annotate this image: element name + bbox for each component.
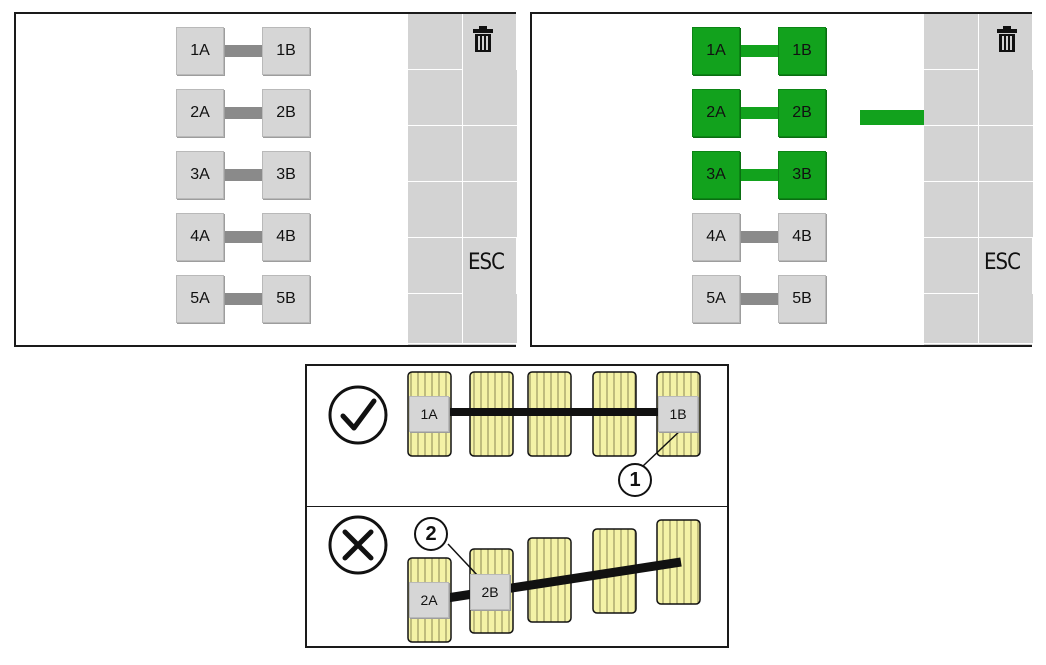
side-grid-button[interactable] [924, 294, 979, 344]
pair-button-b[interactable]: 4B [778, 213, 826, 261]
side-grid-button[interactable] [924, 238, 979, 294]
pair-connector [738, 293, 778, 305]
drag-connector-indicator [860, 110, 924, 125]
side-grid-button[interactable] [979, 70, 1034, 126]
trash-icon [473, 26, 493, 52]
side-grid-button[interactable] [979, 126, 1034, 182]
trash-icon [997, 26, 1017, 52]
callout-number-1: 1 [629, 468, 641, 491]
pair-button-b[interactable]: 1B [262, 27, 310, 75]
pair-button-a[interactable]: 2A [176, 89, 224, 137]
module-label-end: 1B [658, 396, 698, 432]
connection-examples: 1A 1B 1 2A 2B 2 [305, 364, 729, 648]
side-grid-button[interactable] [979, 182, 1034, 238]
pair-button-a[interactable]: 3A [176, 151, 224, 199]
pair-button-b[interactable]: 3B [262, 151, 310, 199]
side-grid-button[interactable] [924, 14, 979, 70]
pair-connector [222, 293, 262, 305]
delete-button[interactable] [996, 26, 1018, 57]
correct-connection-line [445, 408, 663, 416]
esc-button[interactable]: ESC [984, 250, 1021, 275]
pair-connector [222, 45, 262, 57]
side-grid-button[interactable] [408, 182, 463, 238]
side-grid-button[interactable] [408, 14, 463, 70]
pair-button-a[interactable]: 2A [692, 89, 740, 137]
esc-button[interactable]: ESC [468, 250, 505, 275]
side-grid-button[interactable] [924, 182, 979, 238]
side-grid-button[interactable] [463, 126, 518, 182]
pair-button-b[interactable]: 2B [778, 89, 826, 137]
side-grid-button[interactable] [408, 70, 463, 126]
pair-button-b[interactable]: 1B [778, 27, 826, 75]
callout-number-2: 2 [425, 522, 437, 545]
side-grid-button[interactable] [408, 126, 463, 182]
module-label-start: 1A [409, 396, 449, 432]
callout-circle-2 [414, 517, 448, 551]
pair-button-b[interactable]: 4B [262, 213, 310, 261]
pair-connector [222, 107, 262, 119]
pair-button-a[interactable]: 1A [692, 27, 740, 75]
pair-button-a[interactable]: 3A [692, 151, 740, 199]
x-mark-icon [328, 515, 388, 575]
delete-button[interactable] [472, 26, 494, 57]
pair-connector [222, 169, 262, 181]
section-divider [307, 506, 727, 507]
side-grid-button[interactable] [463, 294, 518, 344]
pairing-screen-in-progress: 1A 1B 2A 2B 3A 3B 4A 4B 5A 5B ESC [530, 12, 1034, 347]
module-label-start: 2A [409, 582, 449, 618]
pair-button-b[interactable]: 5B [262, 275, 310, 323]
checkmark-icon [328, 385, 388, 445]
side-grid-button[interactable] [924, 70, 979, 126]
pair-button-a[interactable]: 4A [176, 213, 224, 261]
callout-circle-1 [618, 463, 652, 497]
callout-1-leader [642, 427, 684, 467]
pair-button-a[interactable]: 5A [176, 275, 224, 323]
pair-button-a[interactable]: 1A [176, 27, 224, 75]
pair-button-b[interactable]: 3B [778, 151, 826, 199]
side-grid-button[interactable] [979, 294, 1034, 344]
pairing-screen-idle: 1A 1B 2A 2B 3A 3B 4A 4B 5A 5B ESC [14, 12, 518, 347]
pair-button-a[interactable]: 4A [692, 213, 740, 261]
side-grid-button[interactable] [408, 238, 463, 294]
side-grid-button[interactable] [463, 70, 518, 126]
pair-connector [738, 169, 778, 181]
callout-2-leader [447, 543, 480, 578]
side-grid-button[interactable] [463, 182, 518, 238]
pair-button-b[interactable]: 2B [262, 89, 310, 137]
pair-button-a[interactable]: 5A [692, 275, 740, 323]
side-grid-button[interactable] [924, 126, 979, 182]
pair-connector [738, 107, 778, 119]
pair-button-b[interactable]: 5B [778, 275, 826, 323]
pair-connector [738, 45, 778, 57]
module-label-end: 2B [470, 574, 510, 610]
pair-connector [738, 231, 778, 243]
side-grid-button[interactable] [408, 294, 463, 344]
pair-connector [222, 231, 262, 243]
